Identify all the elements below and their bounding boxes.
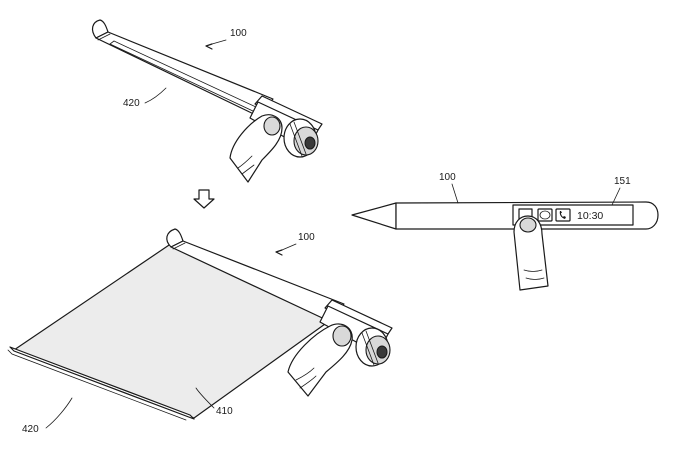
label-100-top: 100 [230, 28, 247, 39]
label-420-top: 420 [123, 98, 140, 109]
time-display: 10:30 [577, 210, 603, 222]
label-420-bottom: 420 [22, 424, 39, 435]
leader-100-right [451, 183, 459, 204]
finger-top [229, 114, 283, 183]
leader-410 [195, 387, 215, 409]
leader-100-bottom [281, 243, 297, 251]
leader-arrow-bottom [275, 249, 283, 256]
finger-bottom [287, 323, 353, 397]
leader-arrow-top [205, 43, 213, 50]
pen-side: 10:30 [351, 201, 659, 230]
finger-right [513, 215, 549, 291]
flexible-display-sheet [13, 240, 333, 419]
phone-icon [559, 211, 566, 219]
down-arrow-icon [193, 189, 215, 209]
chat-bubble-icon [539, 210, 551, 220]
label-151: 151 [614, 176, 631, 187]
leader-151 [611, 187, 621, 206]
phone-icon-box [555, 208, 571, 222]
label-100-right: 100 [439, 172, 456, 183]
label-100-bottom: 100 [298, 232, 315, 243]
label-410: 410 [216, 406, 233, 417]
pen-side-tip [351, 202, 397, 230]
pen-open [7, 228, 393, 421]
leader-420-bottom [45, 397, 73, 429]
strip-bar [9, 346, 195, 420]
leader-100-top [211, 39, 227, 45]
leader-420-top [144, 87, 167, 104]
pen-closed [91, 19, 323, 158]
